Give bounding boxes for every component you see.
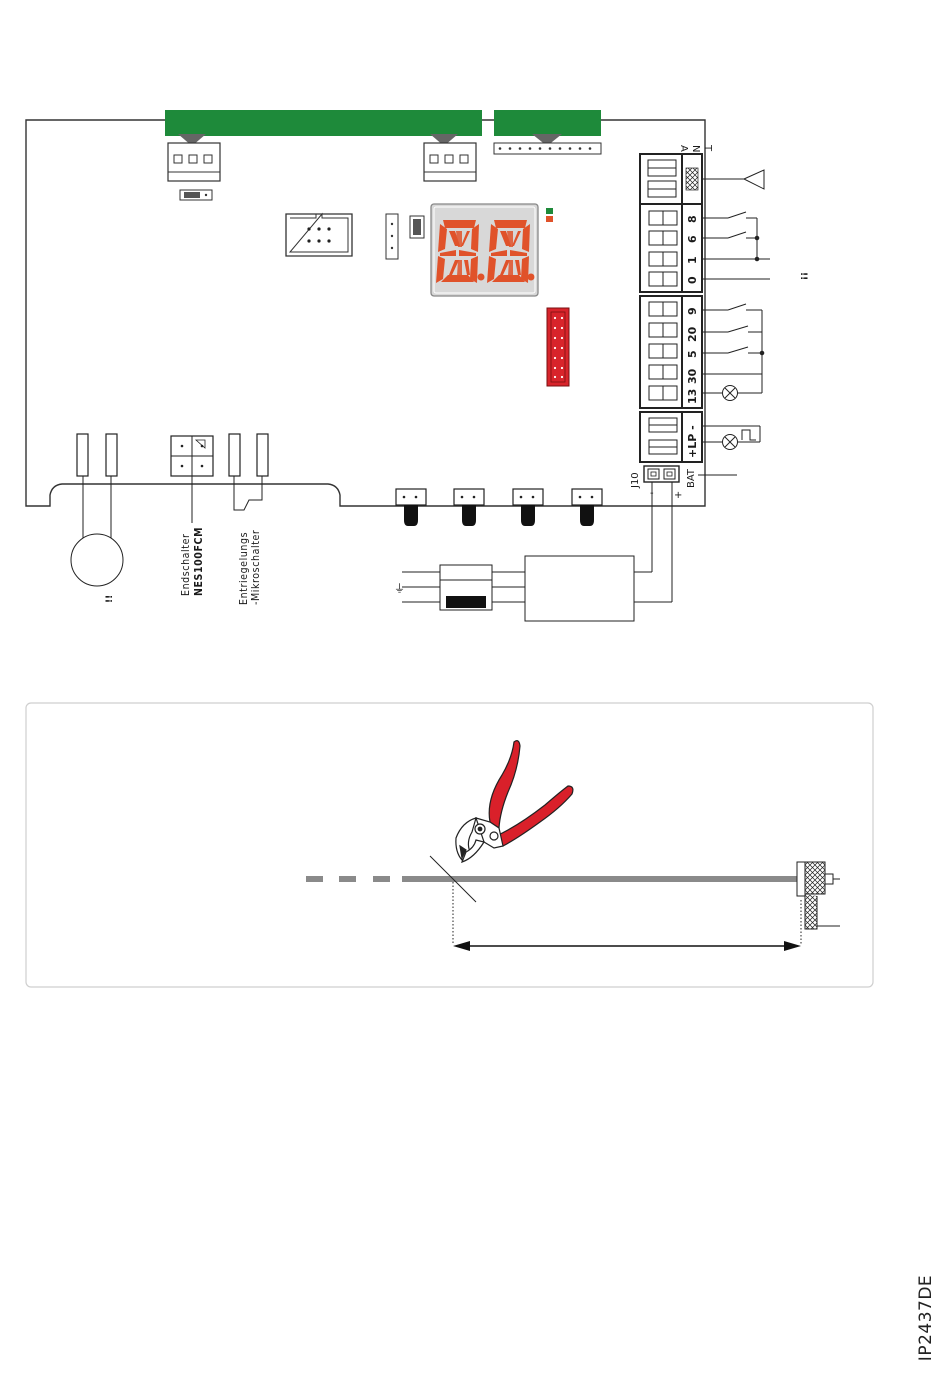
ant-terminal-n: N — [690, 145, 701, 152]
green-connector-strip-left — [165, 110, 482, 136]
bat-label: BAT — [686, 468, 697, 488]
document-code: IP2437DE — [906, 1245, 946, 1390]
seven-segment-display — [431, 204, 538, 296]
right-warning-mark: !! — [798, 272, 808, 280]
ant-terminal-t: T — [702, 144, 713, 152]
fuse-block — [446, 596, 486, 608]
motor-icon — [71, 476, 123, 586]
terminal-0-label: 0 — [686, 276, 699, 284]
microswitch-label: Entriegelungs -Mikroschalter — [238, 530, 262, 605]
lp-terminal-label: +LP - — [686, 425, 699, 458]
switch-component — [410, 216, 424, 238]
endschalter-line-2: NES100FCM — [193, 527, 205, 596]
cable-cut-panel — [26, 703, 873, 987]
green-connector-strip-right — [494, 110, 601, 136]
antenna-icon — [702, 170, 764, 189]
terminal-6-label: 6 — [686, 235, 699, 243]
earth-symbol: ⏚ — [394, 582, 405, 595]
lamp-icon — [723, 386, 738, 401]
flashing-lamp-icon — [723, 435, 738, 450]
terminal-5-label: 5 — [686, 350, 699, 358]
jumper — [180, 190, 212, 200]
battery-connector-j10 — [644, 466, 679, 482]
vertical-header — [386, 214, 398, 259]
ant-labels: A N T — [678, 144, 713, 152]
terminal-13-label: 13 — [686, 389, 699, 404]
connector-3pin-middle — [424, 143, 476, 181]
led-red — [546, 216, 553, 222]
ant-terminal-a: A — [678, 145, 689, 152]
socket-6pin — [286, 214, 352, 256]
connector-3pin-left — [168, 143, 220, 181]
motor-connector — [77, 434, 117, 476]
bottom-faston-connectors — [396, 489, 602, 526]
j10-plus: + — [674, 490, 682, 501]
terminal-1-label: 1 — [686, 256, 699, 264]
input-switch-wiring — [702, 212, 770, 279]
limit-switch-label: Endschalter NES100FCM — [180, 527, 205, 596]
led-green — [546, 208, 553, 214]
terminal-8-label: 8 — [686, 215, 699, 223]
terminal-block-ant — [640, 154, 702, 204]
red-connector — [547, 308, 569, 386]
terminal-20-label: 20 — [686, 326, 699, 342]
terminal-9-label: 9 — [686, 307, 699, 315]
terminal-30-label: 30 — [686, 368, 699, 384]
output-switch-wiring — [702, 304, 764, 393]
limit-switch-connector — [171, 436, 213, 523]
pin-header-strip — [494, 143, 601, 154]
document-code-text: IP2437DE — [916, 1274, 936, 1360]
entriegelung-line-2: -Mikroschalter — [250, 530, 262, 605]
entriegelung-line-1: Entriegelungs — [238, 532, 250, 605]
motor-warning-mark: !! — [105, 595, 115, 603]
microswitch-connector — [229, 434, 268, 510]
j10-label: J10 — [630, 472, 641, 489]
endschalter-line-1: Endschalter — [180, 534, 192, 596]
control-board — [26, 120, 705, 506]
